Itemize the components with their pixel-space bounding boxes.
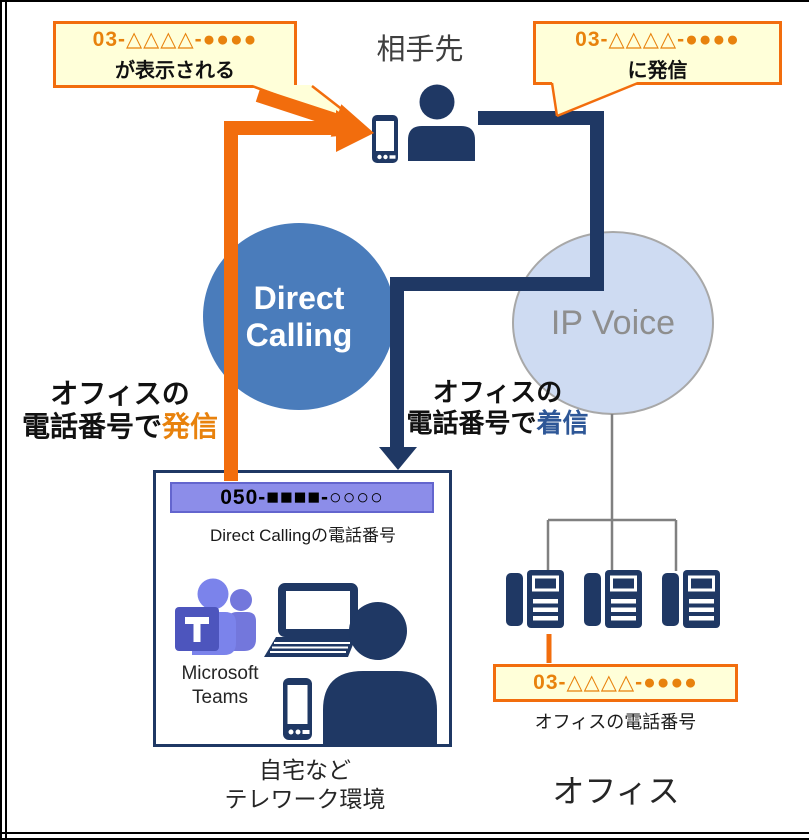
callout-displayed-number: 03-△△△△-●●●● が表示される [53, 21, 297, 88]
office-number-text: 03-△△△△-●●●● [533, 671, 698, 694]
telework-smartphone-icon [283, 678, 312, 740]
frame-top-line [0, 0, 809, 2]
laptop-icon [264, 583, 358, 657]
office-number-box: 03-△△△△-●●●● [493, 664, 738, 702]
outgoing-note-line1: オフィスの [50, 378, 190, 409]
teams-label-line2: Teams [192, 687, 248, 708]
frame-left-outer-line [0, 0, 2, 840]
destination-smartphone-icon [372, 115, 398, 163]
displayed-number-text: 03-△△△△-●●●● [92, 28, 258, 51]
incoming-note-line1: オフィスの [432, 377, 563, 407]
incoming-note: オフィスの 電話番号で着信 [395, 377, 600, 439]
destination-label: 相手先 [376, 34, 464, 66]
direct-calling-label-line1: Direct [253, 279, 345, 316]
desk-phone-icon [506, 570, 564, 628]
office-number-label: オフィスの電話番号 [534, 712, 697, 732]
callout-dialed-number: 03-△△△△-●●●● に発信 [533, 21, 782, 85]
frame-bottom-inner-line [0, 832, 809, 834]
teams-label-line1: Microsoft [181, 663, 259, 684]
telework-caption-line1: 自宅など [259, 757, 351, 783]
outgoing-note-line2-prefix: 電話番号で [21, 411, 162, 442]
desk-phone-icon [662, 570, 720, 628]
frame-bottom-outer-line [0, 838, 809, 840]
telework-caption: 自宅など テレワーク環境 [150, 756, 460, 814]
ip-voice-label: IP Voice [550, 303, 676, 342]
navy-down-arrowhead [379, 447, 417, 470]
destination-person-icon [408, 84, 475, 161]
orange-right-arrowhead [336, 110, 374, 152]
dialed-number-label: に発信 [627, 60, 688, 82]
outgoing-note: オフィスの 電話番号で発信 [5, 377, 235, 443]
desk-phone-icon [584, 570, 642, 628]
direct-calling-number-bar: 050-■■■■-○○○○ [170, 482, 434, 513]
dialed-number-text: 03-△△△△-●●●● [575, 28, 740, 51]
callout-dialed-tail [552, 82, 638, 116]
office-caption: オフィス [552, 773, 680, 809]
callout-displayed-tail [252, 85, 366, 128]
telework-person-icon [323, 602, 437, 744]
incoming-note-line2-prefix: 電話番号で [406, 408, 537, 438]
telework-caption-line2: テレワーク環境 [224, 786, 386, 812]
frame-left-inner-line [5, 0, 7, 840]
displayed-number-arrow [255, 88, 374, 137]
displayed-number-label: が表示される [115, 60, 235, 82]
direct-calling-number-label: Direct Callingの電話番号 [209, 526, 397, 545]
incoming-note-highlight: 着信 [536, 408, 589, 438]
outgoing-note-highlight: 発信 [162, 411, 219, 442]
direct-calling-label-line2: Calling [245, 316, 353, 353]
teams-label: Microsoft Teams [155, 662, 285, 710]
microsoft-teams-logo-icon [175, 578, 256, 655]
